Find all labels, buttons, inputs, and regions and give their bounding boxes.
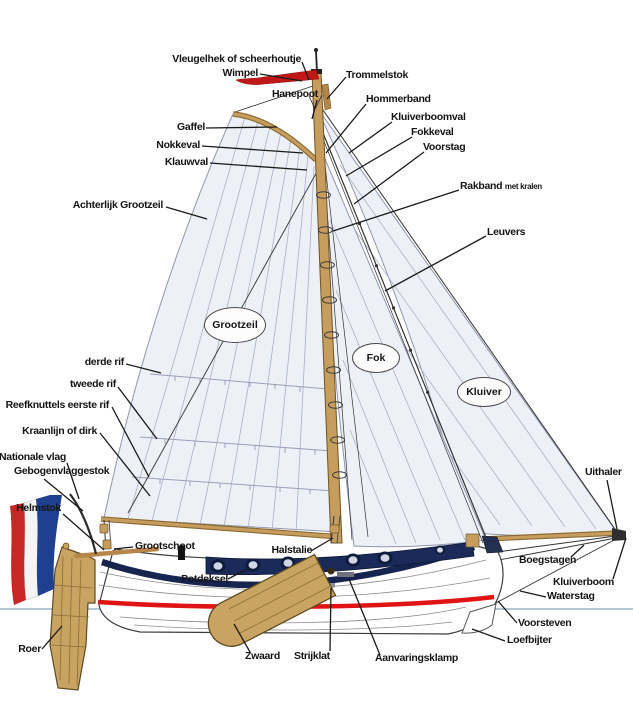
label-gaffel: Gaffel <box>177 121 205 133</box>
roer-rudder <box>49 542 96 691</box>
label-uithaler: Uithaler <box>585 466 622 478</box>
label-derde-rif: derde rif <box>84 356 125 368</box>
label-gebogenvlaggestok: Gebogenvlaggestok <box>14 465 110 477</box>
oval-fok: Fok <box>352 343 400 373</box>
label-kraanlijn: Kraanlijn of dirk <box>22 425 97 437</box>
label-halstalie: Halstalie <box>271 544 313 556</box>
oval-grootzeil: Grootzeil <box>204 307 266 343</box>
zwaard-leeboard <box>207 553 337 647</box>
label-kluiverboomval: Kluiverboomval <box>391 111 466 123</box>
nationale-vlag-group <box>10 493 98 605</box>
gebogen-vlaggestok-pole <box>69 493 98 555</box>
label-hommerband: Hommerband <box>366 93 431 105</box>
label-rakband-main: Rakband <box>460 180 503 192</box>
label-waterstag: Waterstag <box>547 590 595 602</box>
stem-head-fittings <box>465 533 504 554</box>
loefbijter-fin <box>461 603 497 634</box>
grootschoot-tackle <box>99 519 112 550</box>
label-roer: Roer <box>18 643 41 655</box>
label-strijklat: Strijklat <box>294 650 330 662</box>
label-vleugelhek: Vleugelhek of scheerhoutje <box>172 53 301 65</box>
label-potdeksel: Potdeksel <box>181 573 228 585</box>
pointer-lines <box>41 61 627 656</box>
label-hanepoot: Hanepoot <box>271 88 318 100</box>
label-achterlijk-grootzeil: Achterlijk Grootzeil <box>72 199 164 211</box>
bow-rigging <box>481 535 617 605</box>
roer-grain <box>51 555 93 687</box>
label-klauwval: Klauwval <box>164 156 208 168</box>
leuvers-hanks <box>357 221 430 394</box>
label-fokkeval: Fokkeval <box>411 126 454 138</box>
label-aanvaringsklamp: Aanvaringsklamp <box>375 652 459 664</box>
label-kluiverboom: Kluiverboom <box>553 576 614 588</box>
vleugelhek-pin <box>315 50 318 73</box>
label-tweede-rif: tweede rif <box>69 378 116 390</box>
label-grootschoot: Grootschoot <box>135 540 195 552</box>
label-voorsteven: Voorsteven <box>518 617 572 629</box>
label-reefknuttels: Reefknuttels eerste rif <box>5 399 110 411</box>
label-leuvers: Leuvers <box>487 226 526 238</box>
label-nokkeval: Nokkeval <box>156 139 200 151</box>
giek-boom-spar <box>100 516 342 540</box>
label-trommelstok: Trommelstok <box>346 69 409 81</box>
reef-bands <box>131 373 335 494</box>
trommelstok-piece <box>321 83 332 111</box>
label-rakband-note: met kralen <box>504 182 542 191</box>
label-zwaard: Zwaard <box>245 650 280 662</box>
portholes <box>210 545 445 573</box>
label-wimpel: Wimpel <box>222 67 259 79</box>
helmstok-tiller <box>73 546 160 559</box>
label-voorstag: Voorstag <box>423 141 466 153</box>
label-boegstagen: Boegstagen <box>519 554 577 566</box>
chimney-bollard <box>177 545 186 560</box>
zwaard-grain <box>228 562 332 634</box>
label-nationale-vlag: Nationale vlag <box>0 451 66 463</box>
oval-kluiver: Kluiver <box>457 377 511 407</box>
aanvaringsklamp-bar <box>337 572 354 577</box>
zwaard-pivot-bolt <box>327 567 335 575</box>
label-rakband: Rakband met kralen <box>460 181 542 192</box>
label-helmstok: Helmstok <box>16 502 61 514</box>
mast-hoops <box>315 191 348 479</box>
label-loefbijter: Loefbijter <box>507 634 552 646</box>
